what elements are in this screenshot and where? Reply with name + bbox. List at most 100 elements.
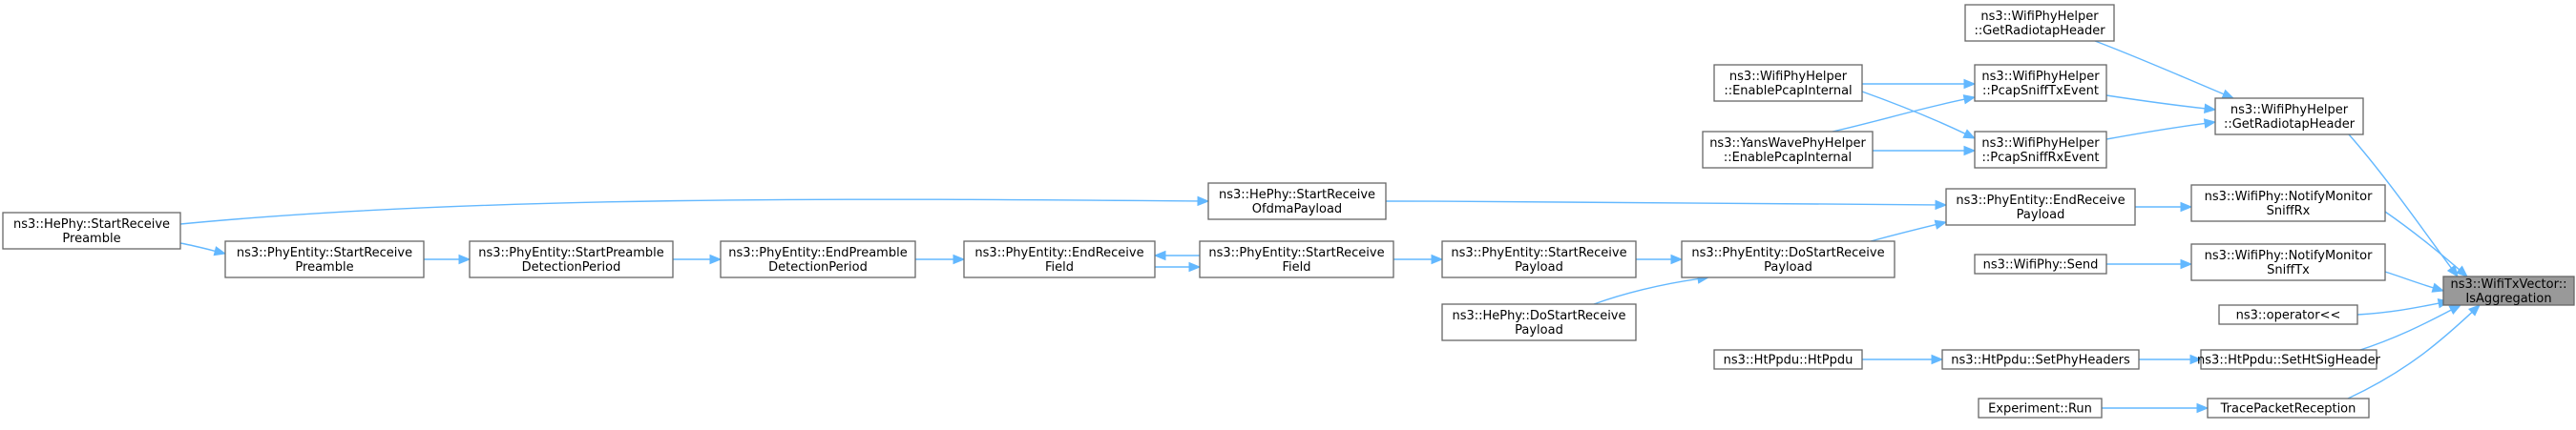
node-IsAggregation: ns3::WifiTxVector::IsAggregation (2442, 276, 2575, 306)
node-ExperimentRun[interactable]: Experiment::Run (1978, 398, 2103, 419)
arrowhead (1934, 219, 1948, 230)
node-label: ns3::operator<< (2236, 309, 2341, 323)
arrowhead (2180, 258, 2193, 270)
edge-HeStartReceivePreamble-to-PhyStartReceivePreamble (179, 242, 227, 256)
arrowhead (2448, 304, 2462, 315)
edge-GetRadiotapHeader2-to-GetRadiotapHeader1 (2094, 40, 2235, 99)
node-label: ns3::HePhy::StartReceive (1219, 188, 1375, 202)
arrowhead (2446, 264, 2459, 278)
arrowhead (2204, 103, 2217, 113)
edge-line (2105, 122, 2207, 140)
edge-line (1385, 200, 1937, 206)
node-label: ns3::HePhy::DoStartReceive (1452, 309, 1625, 323)
node-box (1441, 303, 1637, 341)
edge-EndReceivePayload-to-NotifyMonitorSniffRx (2135, 201, 2193, 213)
edge-HeDoStartReceivePayload-to-DoStartReceivePayload (1593, 274, 1710, 305)
edge-SetPhyHeaders-to-SetHtSigHeader (2139, 354, 2203, 365)
node-label: ::EnablePcapInternal (1724, 151, 1852, 165)
edge-StartPreambleDetectionPeriod-to-EndPreambleDetectionPeriod (673, 254, 723, 265)
edge-EnablePcapInternalYans-to-PcapSniffTxEvent (1832, 94, 1977, 133)
node-label: ns3::HePhy::StartReceive (13, 217, 170, 232)
node-label: DetectionPeriod (522, 260, 621, 275)
arrowhead (2431, 282, 2445, 293)
node-label: Field (1045, 260, 1074, 275)
arrowhead (1197, 195, 1210, 207)
edge-line (1593, 277, 1700, 305)
node-label: ns3::PhyEntity::EndPreamble (728, 246, 907, 260)
edges-layer (179, 40, 2481, 414)
node-SetHtSigHeader[interactable]: ns3::HtPpdu::SetHtSigHeader (2197, 349, 2381, 370)
arrowhead (458, 254, 471, 265)
node-HtPpdu[interactable]: ns3::HtPpdu::HtPpdu (1713, 349, 1863, 370)
node-label: ::GetRadiotapHeader (1974, 24, 2105, 38)
edge-line (179, 198, 1200, 225)
node-label: IsAggregation (2465, 292, 2551, 306)
node-box (1978, 398, 2103, 419)
arrowhead (1962, 94, 1977, 105)
edge-HeStartReceivePreamble-to-HeStartReceiveOfdmaPayload (179, 195, 1210, 225)
node-EndPreambleDetectionPeriod[interactable]: ns3::PhyEntity::EndPreambleDetectionPeri… (720, 240, 916, 278)
node-OperatorShift[interactable]: ns3::operator<< (2218, 304, 2358, 325)
node-PcapSniffTxEvent[interactable]: ns3::WifiPhyHelper::PcapSniffTxEvent (1974, 64, 2107, 102)
node-EnablePcapInternalWifi[interactable]: ns3::WifiPhyHelper::EnablePcapInternal (1713, 64, 1863, 102)
arrowhead (2221, 89, 2235, 99)
node-box (1702, 131, 1874, 169)
node-box (1713, 349, 1863, 370)
node-EnablePcapInternalYans[interactable]: ns3::YansWavePhyHelper::EnablePcapIntern… (1702, 131, 1874, 169)
node-label: Experiment::Run (1988, 402, 2092, 417)
arrowhead (1963, 145, 1977, 156)
node-TracePacketReception[interactable]: TracePacketReception (2207, 398, 2370, 419)
node-label: ::EnablePcapInternal (1724, 84, 1852, 98)
node-GetRadiotapHeader1[interactable]: ns3::WifiPhyHelper::GetRadiotapHeader (2214, 97, 2364, 135)
arrowhead (2196, 402, 2209, 414)
edge-line (1832, 98, 1966, 133)
node-label: ns3::WifiPhyHelper (2230, 103, 2349, 117)
node-label: Payload (1764, 260, 1812, 275)
arrowhead (1431, 254, 1444, 265)
node-box (1441, 240, 1637, 278)
edge-line (1870, 223, 1937, 242)
node-box (2442, 276, 2575, 306)
node-SetPhyHeaders[interactable]: ns3::HtPpdu::SetPhyHeaders (1941, 349, 2140, 370)
node-label: ns3::PhyEntity::StartReceive (1451, 246, 1626, 260)
node-StartPreambleDetectionPeriod[interactable]: ns3::PhyEntity::StartPreambleDetectionPe… (469, 240, 674, 278)
arrowhead (2468, 304, 2481, 317)
node-GetRadiotapHeader2[interactable]: ns3::WifiPhyHelper::GetRadiotapHeader (1964, 4, 2115, 42)
edge-line (2356, 302, 2440, 316)
arrowhead (1153, 250, 1166, 261)
node-label: ns3::YansWavePhyHelper (1709, 136, 1866, 151)
edge-line (179, 242, 217, 253)
node-label: Payload (2017, 208, 2065, 222)
node-box (2214, 97, 2364, 135)
edge-NotifyMonitorSniffRx-to-IsAggregation (2384, 211, 2468, 277)
edge-EndReceiveField-to-StartReceiveField (1155, 261, 1202, 273)
node-box (720, 240, 916, 278)
node-box (2190, 243, 2386, 281)
node-box (1207, 182, 1387, 220)
node-label: OfdmaPayload (1252, 202, 1342, 216)
node-label: ns3::WifiPhyHelper (1981, 70, 2100, 84)
arrowhead (2203, 118, 2217, 129)
node-PcapSniffRxEvent[interactable]: ns3::WifiPhyHelper::PcapSniffRxEvent (1974, 131, 2107, 169)
node-label: ns3::WifiPhy::NotifyMonitor (2205, 249, 2373, 263)
arrowhead (213, 246, 227, 256)
node-label: ns3::WifiPhy::NotifyMonitor (2205, 190, 2373, 204)
node-label: Preamble (62, 232, 120, 246)
node-WifiPhySend[interactable]: ns3::WifiPhy::Send (1974, 254, 2107, 275)
node-label: ns3::WifiPhyHelper (1981, 136, 2100, 151)
node-box (1974, 64, 2107, 102)
node-label: TracePacketReception (2220, 402, 2356, 417)
node-label: ::PcapSniffTxEvent (1982, 84, 2099, 98)
